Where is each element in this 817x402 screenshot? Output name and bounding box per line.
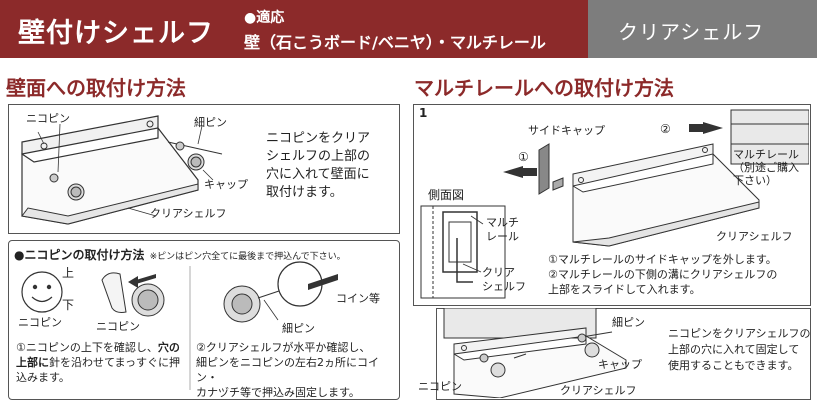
applicable-label: ●適応 <box>244 10 285 26</box>
header-product-block <box>588 0 817 58</box>
nicopin-label: ニコピン <box>26 112 70 125</box>
cap-label-right: キャップ <box>598 358 642 371</box>
clear-shelf-label-lower: クリアシェルフ <box>560 384 637 397</box>
nicopin-method-heading: ●ニコピンの取付け方法 <box>14 248 145 262</box>
nicopin-method-heading-row: ●ニコピンの取付け方法 ※ピンはピン穴全てに最後まで押込んで下さい。 <box>14 244 346 263</box>
face-nicopin-label: ニコピン <box>18 316 62 329</box>
side-view-shelf-label: クリア シェルフ <box>482 266 526 293</box>
multirail-pin-description: ニコピンをクリアシェルフの 上部の穴に入れて固定して 使用することもできます。 <box>668 327 811 372</box>
pin-side-label: ニコピン <box>96 320 140 333</box>
thin-pin-label: 細ピン <box>194 116 227 129</box>
applicable-surfaces: 壁（石こうボード/ベニヤ）・マルチレール <box>244 33 546 52</box>
nicopin-method-note: ※ピンはピン穴全てに最後まで押込んで下さい。 <box>149 252 346 262</box>
multirail-install-heading: マルチレールへの取付け方法 <box>414 76 674 100</box>
multirail-illustration <box>420 109 809 299</box>
header-subtitle-block <box>236 0 588 58</box>
nicopin-step2: ②クリアシェルフが水平か確認し、 細ピンをニコピンの左右2ヵ所にコイン・ カナヅ… <box>196 341 379 399</box>
clear-shelf-label-right: クリアシェルフ <box>716 230 793 243</box>
nicopin-method-box <box>8 240 400 400</box>
face-down-label: 下 <box>62 298 75 312</box>
multirail-label: マルチレール （別途ご購入 下さい） <box>733 148 799 187</box>
face-up-label: 上 <box>62 266 75 280</box>
thin-pin-label-2: 細ピン <box>282 322 315 335</box>
step-circle-1: ① <box>518 150 529 164</box>
step-circle-2: ② <box>660 122 671 136</box>
side-view-label: 側面図 <box>428 188 465 202</box>
cap-label: キャップ <box>204 178 248 191</box>
nicopin-label-right: ニコピン <box>418 380 462 393</box>
side-view-multirail-label: マルチ レール <box>486 216 519 243</box>
page-title: 壁付けシェルフ <box>18 18 214 49</box>
header-bar: 壁付けシェルフ ●適応 壁（石こうボード/ベニヤ）・マルチレール クリアシェルフ <box>0 0 817 58</box>
nicopin-step1: ①ニコピンの上下を確認し、穴の上部に針を沿わせてまっすぐに押込みます。 <box>16 341 181 384</box>
clear-shelf-label: クリアシェルフ <box>150 207 227 220</box>
coin-label: コイン等 <box>336 292 380 305</box>
thin-pin-label-right: 細ピン <box>612 316 645 329</box>
multirail-instructions: ①マルチレールのサイドキャップを外します。 ②マルチレールの下側の溝にクリアシェ… <box>548 253 778 296</box>
header-title-block <box>0 0 236 58</box>
side-cap-label: サイドキャップ <box>528 124 605 137</box>
wall-install-heading: 壁面への取付け方法 <box>6 76 186 100</box>
step-number: 1 <box>419 106 428 120</box>
multirail-pin-illustration <box>443 308 627 398</box>
product-name: クリアシェルフ <box>618 20 765 44</box>
wall-install-description: ニコピンをクリア シェルフの上部の 穴に入れて壁面に 取付けます。 <box>266 131 371 200</box>
nicopin-illustrations <box>21 261 338 390</box>
wall-shelf-illustration <box>21 115 223 225</box>
